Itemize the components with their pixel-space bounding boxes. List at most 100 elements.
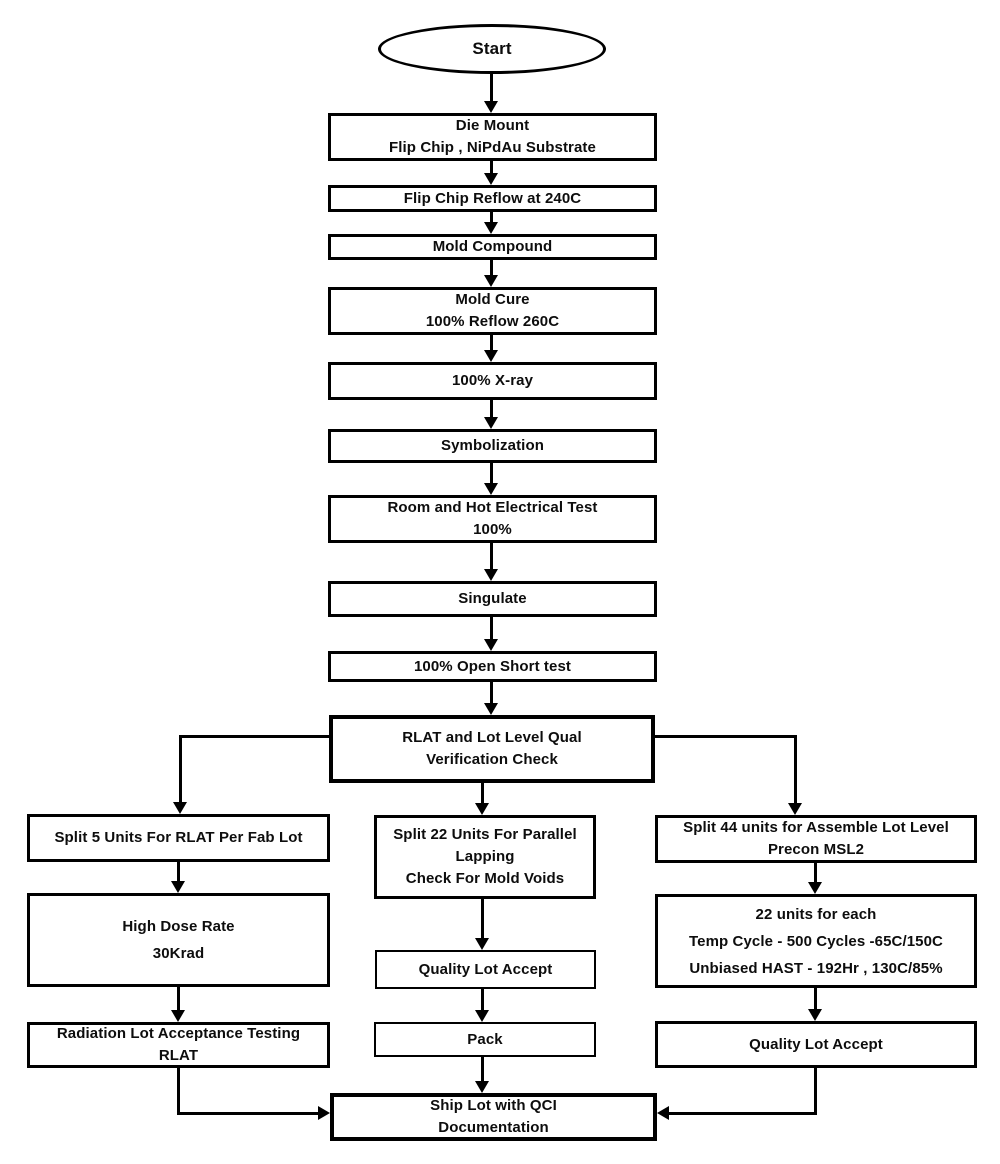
- connector-quality-ship-hline: [669, 1112, 817, 1115]
- connector-quality-pack-arrowhead: [475, 1010, 489, 1022]
- connector-diemount-reflow-line: [490, 161, 493, 173]
- node-high-dose-rate: High Dose Rate 30Krad: [27, 893, 330, 987]
- connector-quality-pack-line: [481, 989, 484, 1010]
- connector-reflow-moldcompound-arrowhead: [484, 222, 498, 234]
- node-text-line: RLAT and Lot Level Qual: [402, 729, 582, 746]
- connector-openshort-rlatqual-line: [490, 682, 493, 703]
- connector-rlatqual-split44-hline: [655, 735, 797, 738]
- node-text-line: Quality Lot Accept: [749, 1035, 883, 1053]
- connector-rlatqual-split5-arrowhead: [173, 802, 187, 814]
- node-xray: 100% X-ray: [328, 362, 657, 400]
- node-text-line: Quality Lot Accept: [418, 960, 553, 978]
- connector-radiation-ship-hline: [178, 1112, 318, 1115]
- node-text-line: Radiation Lot Acceptance Testing: [56, 1025, 301, 1042]
- connector-diemount-reflow-arrowhead: [484, 173, 498, 185]
- connector-radiation-ship-vline: [177, 1068, 180, 1115]
- connector-xray-symbolization-arrowhead: [484, 417, 498, 429]
- connector-electrical-singulate-line: [490, 543, 493, 569]
- connector-openshort-rlatqual-arrowhead: [484, 703, 498, 715]
- connector-split22-quality-line: [481, 899, 484, 938]
- node-text-line: Mold Cure: [455, 291, 530, 308]
- connector-electrical-singulate-arrowhead: [484, 569, 498, 581]
- connector-moldcure-xray-line: [490, 335, 493, 350]
- connector-singulate-openshort-line: [490, 617, 493, 639]
- node-text-line: Flip Chip Reflow at 240C: [403, 189, 582, 207]
- node-pack: Pack: [374, 1022, 596, 1057]
- node-text-line: Unbiased HAST - 192Hr , 130C/85%: [689, 959, 943, 977]
- node-text-line: Symbolization: [441, 437, 544, 454]
- connector-pack-ship-line: [481, 1057, 484, 1081]
- connector-split44-units22-line: [814, 863, 817, 882]
- connector-symbolization-electrical-line: [490, 463, 493, 483]
- connector-xray-symbolization-line: [490, 400, 493, 417]
- node-split44-precon: Split 44 units for Assemble Lot Level Pr…: [655, 815, 977, 863]
- node-text-line: Split 5 Units For RLAT Per Fab Lot: [54, 829, 303, 846]
- node-quality-lot-accept-right: Quality Lot Accept: [655, 1021, 977, 1068]
- node-open-short-test: 100% Open Short test: [328, 651, 657, 682]
- connector-rlatqual-split5-vline: [179, 735, 182, 802]
- node-text-line: Mold Compound: [432, 238, 553, 255]
- node-text-line: RLAT: [158, 1047, 199, 1064]
- node-text-line: Verification Check: [426, 751, 558, 768]
- connector-rlatqual-split44-arrowhead: [788, 803, 802, 815]
- connector-units22-quality-arrowhead: [808, 1009, 822, 1021]
- node-text-line: Split 44 units for Assemble Lot Level: [683, 819, 949, 836]
- node-rlat-qual-check: RLAT and Lot Level Qual Verification Che…: [329, 715, 655, 783]
- connector-split22-quality-arrowhead: [475, 938, 489, 950]
- node-text-line: Lapping: [455, 848, 515, 865]
- node-text-line: Documentation: [438, 1119, 549, 1136]
- connector-moldcompound-moldcure-arrowhead: [484, 275, 498, 287]
- connector-radiation-ship-arrowhead: [318, 1106, 330, 1120]
- node-text-line: Singulate: [458, 590, 527, 607]
- node-text-line: Temp Cycle - 500 Cycles -65C/150C: [689, 932, 943, 950]
- node-radiation-lot-acceptance: Radiation Lot Acceptance Testing RLAT: [27, 1022, 330, 1068]
- connector-start-diemount-arrowhead: [484, 101, 498, 113]
- node-electrical-test: Room and Hot Electrical Test 100%: [328, 495, 657, 543]
- node-text-line: 22 units for each: [755, 905, 877, 923]
- node-split5-rlat: Split 5 Units For RLAT Per Fab Lot: [27, 814, 330, 862]
- connector-moldcompound-moldcure-line: [490, 260, 493, 275]
- node-start-terminator: Start: [378, 24, 606, 74]
- connector-symbolization-electrical-arrowhead: [484, 483, 498, 495]
- node-ship-lot: Ship Lot with QCI Documentation: [330, 1093, 657, 1141]
- connector-rlatqual-split22-line: [481, 783, 484, 803]
- connector-split5-highdose-line: [177, 862, 180, 881]
- node-singulate: Singulate: [328, 581, 657, 617]
- node-symbolization: Symbolization: [328, 429, 657, 463]
- node-text-line: Precon MSL2: [767, 841, 865, 858]
- connector-rlatqual-split44-vline: [794, 735, 797, 803]
- connector-pack-ship-arrowhead: [475, 1081, 489, 1093]
- node-text-line: Split 22 Units For Parallel: [393, 826, 577, 843]
- connector-split44-units22-arrowhead: [808, 882, 822, 894]
- connector-highdose-radiation-arrowhead: [171, 1010, 185, 1022]
- node-text-line: Room and Hot Electrical Test: [387, 499, 598, 516]
- node-mold-compound: Mold Compound: [328, 234, 657, 260]
- connector-rlatqual-split22-arrowhead: [475, 803, 489, 815]
- connector-highdose-radiation-line: [177, 987, 180, 1010]
- node-text-line: 100% X-ray: [451, 372, 534, 389]
- connector-singulate-openshort-arrowhead: [484, 639, 498, 651]
- connector-split5-highdose-arrowhead: [171, 881, 185, 893]
- node-text-line: Ship Lot with QCI: [430, 1097, 557, 1114]
- node-text-line: 30Krad: [152, 945, 205, 962]
- connector-moldcure-xray-arrowhead: [484, 350, 498, 362]
- node-text-line: Pack: [467, 1030, 503, 1048]
- node-text-line: 100%: [473, 521, 512, 538]
- node-flip-chip-reflow: Flip Chip Reflow at 240C: [328, 185, 657, 212]
- node-quality-lot-accept-mid: Quality Lot Accept: [375, 950, 596, 989]
- connector-reflow-moldcompound-line: [490, 212, 493, 222]
- node-mold-cure: Mold Cure 100% Reflow 260C: [328, 287, 657, 335]
- node-die-mount: Die Mount Flip Chip , NiPdAu Substrate: [328, 113, 657, 161]
- connector-units22-quality-line: [814, 988, 817, 1009]
- node-text-line: 100% Reflow 260C: [425, 313, 560, 330]
- connector-start-diemount-line: [490, 74, 493, 102]
- node-text-line: Flip Chip , NiPdAu Substrate: [389, 139, 596, 156]
- node-split22-lapping: Split 22 Units For Parallel Lapping Chec…: [374, 815, 596, 899]
- node-text-line: Die Mount: [455, 117, 530, 134]
- node-22-units-stress: 22 units for each Temp Cycle - 500 Cycle…: [655, 894, 977, 988]
- node-text-line: High Dose Rate: [122, 918, 235, 935]
- node-text-line: Start: [472, 39, 512, 58]
- connector-rlatqual-split5-hline: [180, 735, 329, 738]
- connector-quality-ship-vline: [814, 1068, 817, 1115]
